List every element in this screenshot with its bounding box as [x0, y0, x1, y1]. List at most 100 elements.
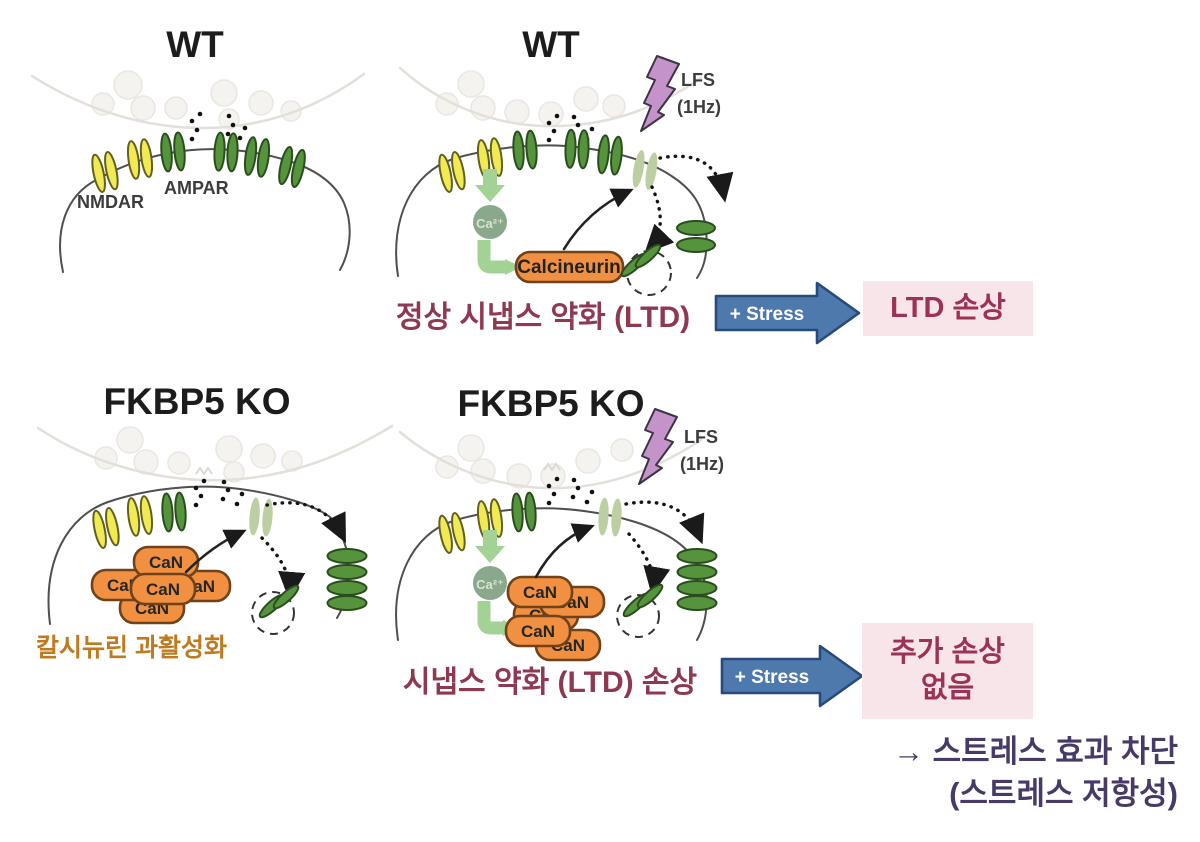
stress-arrow-label: + Stress [735, 667, 809, 688]
ampar-receptor-pair [510, 491, 538, 533]
vesicle [610, 438, 634, 462]
vesicle [573, 86, 599, 112]
vesicle [167, 451, 191, 475]
internalization-dotted-arrow [265, 501, 346, 544]
nmdar-receptor-pair [124, 494, 156, 538]
can-label: CaN [521, 622, 555, 641]
can-box [129, 572, 197, 606]
vesicle [457, 70, 485, 98]
internalized-receptor [326, 595, 368, 611]
postsynaptic-membrane [47, 485, 350, 625]
internalized-receptor [676, 595, 718, 611]
internalized-receptor [676, 580, 718, 596]
calcium-to-calcineurin-arrowhead [505, 259, 521, 275]
vesicle [602, 94, 626, 118]
presynaptic-membrane-arc [30, 72, 366, 130]
lfs-label: LFS [681, 70, 715, 90]
calcineurin-box [514, 250, 625, 284]
ampar-receptor-pair-removed [247, 497, 275, 537]
stress-arrow-bottom: + Stress [720, 644, 864, 708]
ampar-receptor-pair [241, 135, 273, 179]
nmdar-receptor-pair [88, 150, 122, 194]
conclusion-line2: (스트레스 저항성) [949, 776, 1178, 811]
ampar-receptor-pair [595, 133, 625, 177]
vesicle [470, 458, 496, 484]
presynaptic-terminal [30, 70, 366, 130]
internalization-dotted-arrow [644, 185, 675, 254]
neurotransmitter-dots [546, 476, 595, 506]
internalized-receptor [326, 580, 368, 596]
vesicle [248, 90, 274, 116]
can-cluster: CaN CaN CaN CaN CaN [504, 575, 606, 662]
ampar-receptor-pair [563, 128, 591, 170]
endosome-dashed-circle [616, 594, 660, 638]
internalization-dotted-arrow [658, 154, 734, 203]
vesicle [506, 463, 532, 489]
vesicle [250, 443, 276, 469]
internalized-receptor [326, 564, 368, 580]
can-box [506, 575, 574, 609]
internalized-receptor [676, 564, 718, 580]
can-cluster: CaN CaN CaN CaN CaN [90, 545, 232, 625]
panel-title-ko-baseline: FKBP5 KO [103, 381, 291, 422]
ampar-receptor-pair-removed [630, 149, 660, 191]
vesicle [113, 70, 143, 100]
nmdar-receptor-pair [89, 506, 123, 550]
vesicle [164, 96, 188, 120]
calcium-influx-arrow [475, 530, 505, 563]
calcium-label: Ca²⁺ [476, 577, 504, 592]
caption-ko-ltd-impaired: 시냅스 약화 (LTD) 손상 [402, 666, 698, 699]
internalized-receptor [326, 548, 368, 564]
lfs-frequency-label: (1Hz) [677, 97, 721, 117]
nmdar-receptor-pair [124, 137, 156, 181]
vesicle [223, 461, 245, 483]
endosome-dashed-circle [251, 591, 295, 635]
can-label: CaN [523, 583, 557, 602]
ampar-receptor-pair [212, 131, 240, 173]
calcium-influx-arrow [475, 169, 505, 202]
neurotransmitter-dots [189, 111, 248, 142]
result-bottom-line1: 추가 손상 [890, 636, 1005, 668]
calcium-ion-circle [473, 566, 507, 600]
result-box-ltd-impairment: LTD 손상 [863, 281, 1033, 336]
caption-calcineurin-hyperactivation: 칼시뉴린 과활성화 [36, 634, 227, 662]
internalization-dotted-arrow [624, 500, 705, 545]
nmdar-label: NMDAR [77, 192, 144, 212]
internalization-dotted-arrow [260, 536, 306, 601]
stress-arrow-shape [720, 644, 864, 708]
internalized-receptor [676, 220, 716, 236]
internalization-dotted-arrow [627, 532, 671, 596]
result-bottom-line2: 없음 [920, 672, 975, 704]
release-site-squiggle [195, 466, 213, 476]
result-box-no-additional-damage: 추가 손상 없음 [862, 623, 1033, 719]
calcium-to-can-arrow [477, 601, 503, 635]
vesicle [130, 95, 156, 121]
ampar-receptor-pair [511, 129, 539, 171]
calcineurin-label: Calcineurin [517, 257, 620, 278]
ampar-receptor-pair-removed [597, 497, 623, 537]
vesicle [504, 99, 530, 125]
lfs-frequency-label: (1Hz) [680, 454, 724, 474]
ampar-receptor-pair [275, 144, 309, 190]
conclusion-line1: → 스트레스 효과 차단 [893, 734, 1178, 769]
panel-title-ko-lfs: FKBP5 KO [457, 383, 645, 424]
panel-wt-baseline: NMDAR AMPAR [30, 70, 366, 273]
panel-title-wt-baseline: WT [166, 24, 224, 65]
calcium-label: Ca²⁺ [476, 216, 504, 231]
panel-wt-lfs: LFS (1Hz) Ca²⁺ Calcineurin [395, 55, 734, 296]
release-site-squiggle [543, 462, 561, 472]
can-label: CaN [146, 580, 180, 599]
presynaptic-membrane-arc [36, 424, 394, 482]
can-box [504, 614, 572, 648]
can-label: CaN [149, 553, 183, 572]
internalized-receptor [676, 548, 718, 564]
calcium-to-calcineurin-arrow [477, 240, 505, 274]
vesicle [575, 448, 601, 474]
presynaptic-terminal [36, 424, 394, 483]
panel-ko-lfs: LFS (1Hz) Ca²⁺ CaN CaN CaN CaN CaN [395, 408, 724, 662]
vesicle [116, 426, 144, 454]
vesicle [210, 79, 238, 107]
panel-title-wt-lfs: WT [522, 24, 580, 65]
